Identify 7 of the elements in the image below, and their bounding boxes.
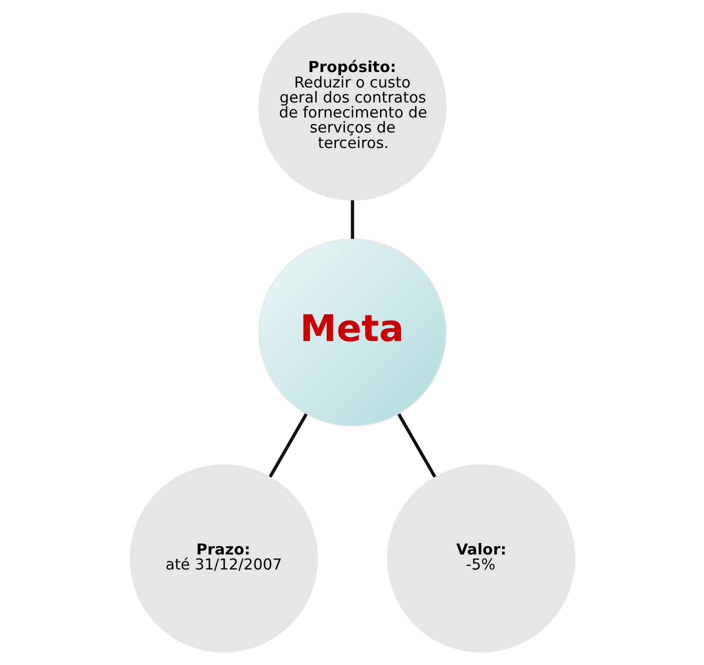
node-circle: Prazo: até 31/12/2007 bbox=[129, 464, 318, 653]
connector bbox=[268, 413, 308, 478]
connector bbox=[350, 200, 354, 239]
node-circle: Propósito: Reduzir o custo geral dos contratos de fornecimento de serviços de terceiros. bbox=[258, 12, 446, 201]
node-circle: Meta bbox=[258, 238, 446, 427]
connector bbox=[396, 413, 436, 478]
node-circle: Valor: -5% bbox=[386, 464, 575, 653]
